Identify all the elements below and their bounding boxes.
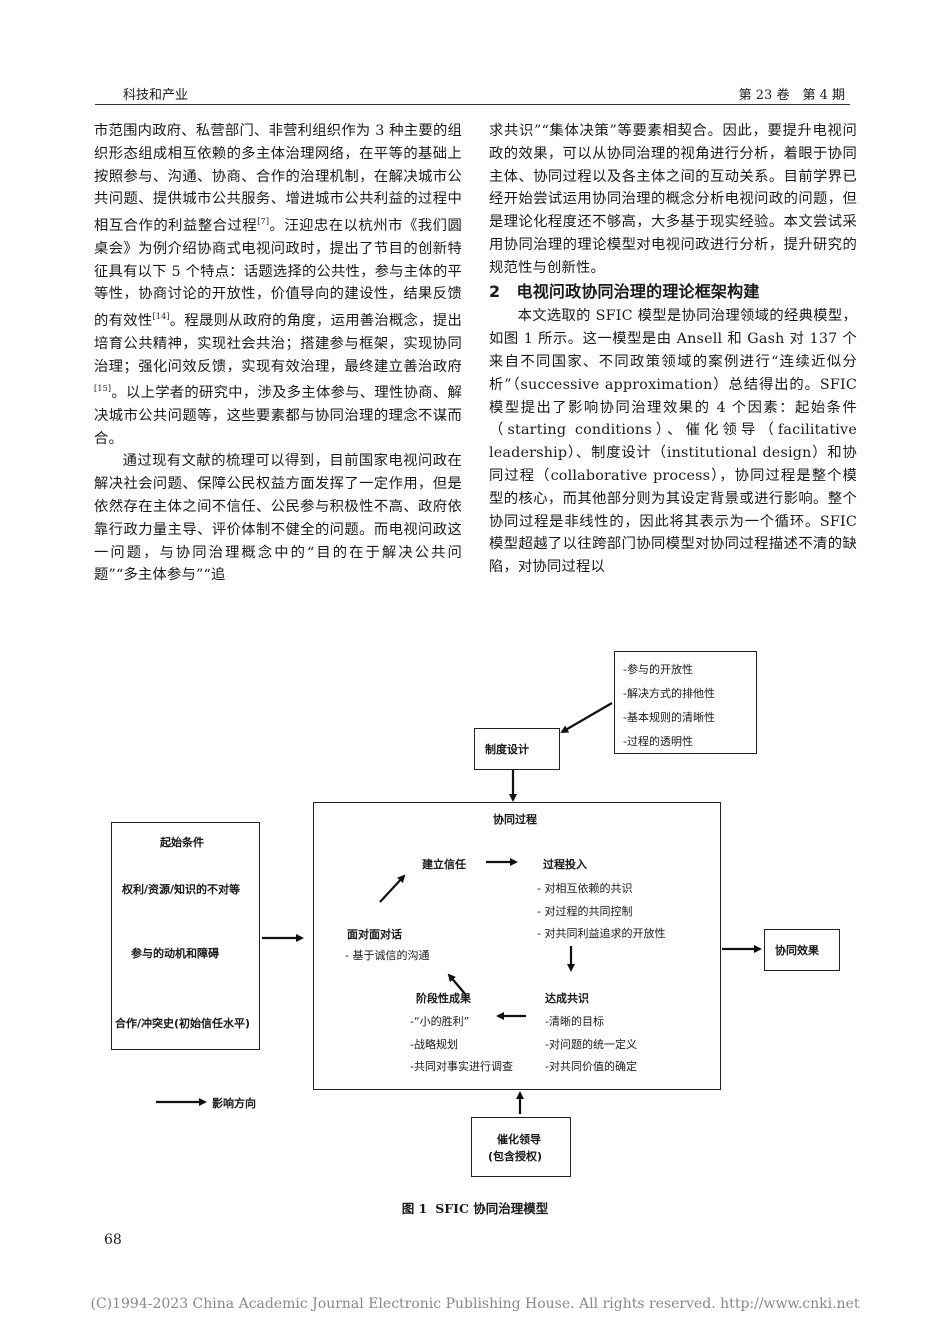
facilitative-leadership-note: (包含授权) <box>488 1150 543 1163</box>
left-paragraph-1: 市范围内政府、私营部门、非营利组织作为 3 种主要的组织形态组成相互依赖的多主体… <box>94 123 462 447</box>
right-column: 求共识”“集体决策”等要素相契合。因此，要提升电视问政的效果，可以从协同治理的视… <box>489 120 857 579</box>
commitment-title: 过程投入 <box>543 858 587 871</box>
commitment-item-1: - 对相互依赖的共识 <box>537 882 633 895</box>
starting-conditions-box <box>111 822 260 1050</box>
figure-caption-title: SFIC 协同治理模型 <box>435 1201 549 1216</box>
figure-caption: 图 1 SFIC 协同治理模型 <box>0 1198 950 1217</box>
citation-14: [14] <box>152 312 170 322</box>
header-rule <box>95 104 850 105</box>
criterion-clear-rules: -基本规则的清晰性 <box>623 711 715 724</box>
institutional-design-label: 制度设计 <box>485 743 529 756</box>
collaborative-process-box <box>313 802 721 1090</box>
understanding-item-1: -清晰的目标 <box>545 1015 604 1028</box>
intermediate-outcomes-title: 阶段性成果 <box>416 992 471 1005</box>
starting-conditions-title: 起始条件 <box>160 836 204 849</box>
right-paragraph-1: 求共识”“集体决策”等要素相契合。因此，要提升电视问政的效果，可以从协同治理的视… <box>489 123 857 276</box>
figure-caption-label: 图 1 <box>401 1201 428 1216</box>
collaborative-effect-box <box>764 929 840 971</box>
understanding-item-2: -对问题的统一定义 <box>545 1038 637 1051</box>
starting-item-power: 权利/资源/知识的不对等 <box>122 883 241 896</box>
dialogue-title: 面对面对话 <box>347 928 402 941</box>
starting-item-incentives: 参与的动机和障碍 <box>131 947 219 960</box>
dialogue-item: - 基于诚信的沟通 <box>345 949 430 962</box>
institutional-design-box <box>474 728 560 770</box>
citation-7: [7] <box>257 217 270 227</box>
page-number: 68 <box>104 1232 122 1248</box>
collaborative-process-title: 协同过程 <box>493 813 537 826</box>
criterion-exclusiveness: -解决方式的排他性 <box>623 687 715 700</box>
running-head-volume: 第 23 卷 第 4 期 <box>738 88 845 103</box>
commitment-item-2: - 对过程的共同控制 <box>537 905 633 918</box>
shared-understanding-title: 达成共识 <box>545 992 589 1005</box>
outcome-item-1: -“小的胜利” <box>410 1015 470 1028</box>
starting-item-history: 合作/冲突史(初始信任水平) <box>115 1017 251 1030</box>
legend-influence-direction: 影响方向 <box>212 1097 256 1110</box>
section-heading: 2 电视问政协同治理的理论框架构建 <box>489 281 760 301</box>
facilitative-leadership-label: 催化领导 <box>497 1133 541 1146</box>
institutional-design-criteria-box <box>614 651 757 754</box>
left-column: 市范围内政府、私营部门、非营利组织作为 3 种主要的组织形态组成相互依赖的多主体… <box>94 120 462 587</box>
outcome-item-3: -共同对事实进行调查 <box>410 1060 513 1073</box>
facilitative-leadership-box <box>471 1117 571 1177</box>
criterion-openness: -参与的开放性 <box>623 663 693 676</box>
understanding-item-3: -对共同价值的确定 <box>545 1060 637 1073</box>
right-paragraph-2: 本文选取的 SFIC 模型是协同治理领域的经典模型，如图 1 所示。这一模型是由… <box>489 308 857 576</box>
running-head-journal: 科技和产业 <box>123 88 189 103</box>
commitment-item-3: - 对共同利益追求的开放性 <box>537 927 666 940</box>
trust-building-label: 建立信任 <box>422 858 466 871</box>
collaborative-effect-label: 协同效果 <box>775 944 819 957</box>
copyright-footer: (C)1994-2023 China Academic Journal Elec… <box>90 1296 860 1312</box>
left-paragraph-2: 通过现有文献的梳理可以得到，目前国家电视问政在解决社会问题、保障公民权益方面发挥… <box>94 453 462 584</box>
outcome-item-2: -战略规划 <box>410 1038 458 1051</box>
criterion-transparency: -过程的透明性 <box>623 735 693 748</box>
citation-15: [15] <box>94 384 112 394</box>
